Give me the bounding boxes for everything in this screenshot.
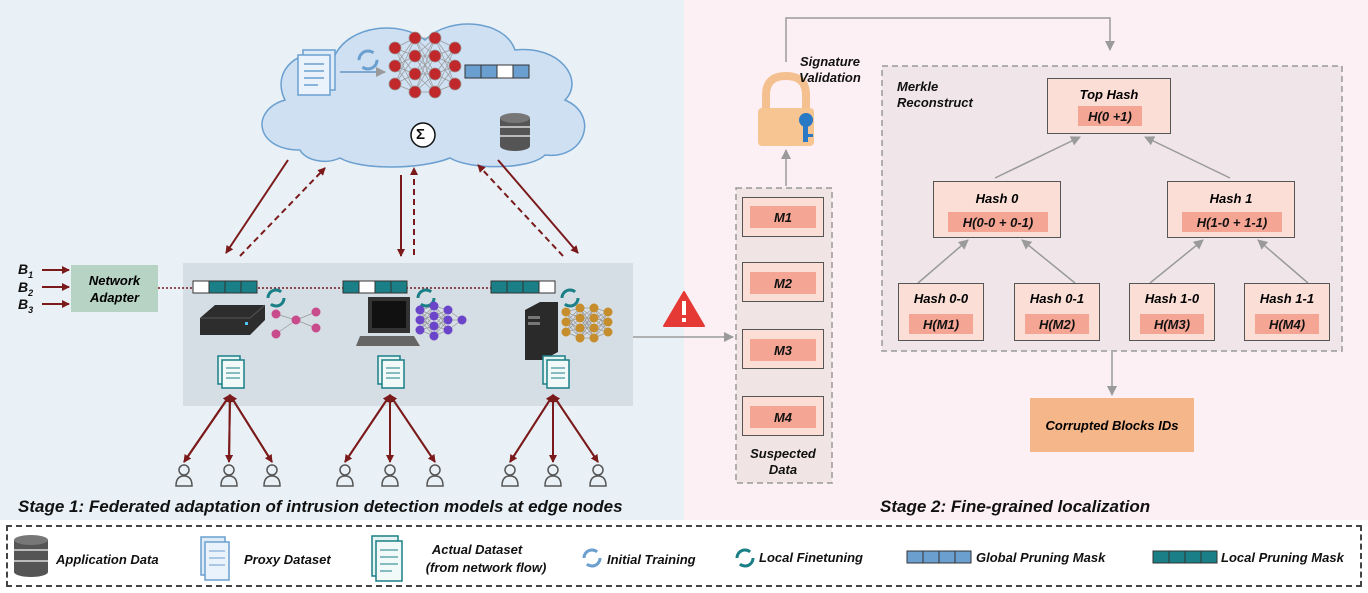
local-model-icon (415, 301, 467, 341)
aggregation-icon (410, 122, 436, 148)
local-model-icon (561, 303, 613, 343)
hash-value: H(M4) (1255, 314, 1319, 334)
legend-local-pruning-mask: Local Pruning Mask (1221, 550, 1344, 565)
input-arrows (42, 266, 70, 308)
hash-value: H(M3) (1140, 314, 1204, 334)
local-pruning-mask-1 (192, 280, 258, 294)
user-icon (544, 464, 562, 487)
hash-title: Hash 0-0 (913, 291, 969, 306)
hash-1-1-node: Hash 1-1 H(M4) (1244, 283, 1330, 341)
legend-global-pruning-mask: Global Pruning Mask (976, 550, 1106, 565)
legend-initial-training: Initial Training (607, 552, 696, 567)
suspected-block-m2: M2 (742, 262, 824, 302)
merkle-connectors (917, 136, 1309, 396)
hash-1-node: Hash 1 H(1-0 + 1-1) (1167, 181, 1295, 238)
signature-validation-label: Signature Validation (799, 54, 861, 85)
local-finetuning-icon (416, 288, 436, 308)
legend-actual-dataset-line1: Actual Dataset (431, 542, 523, 557)
corrupted-blocks-box: Corrupted Blocks IDs (1030, 398, 1194, 452)
hash-title: Hash 1-1 (1259, 291, 1315, 306)
hash-value: H(M1) (909, 314, 973, 334)
legend-proxy-dataset-icon (200, 536, 230, 581)
legend-initial-training-icon (582, 548, 602, 568)
to-merkle-arrow (785, 17, 1115, 62)
user-icon (426, 464, 444, 487)
hash-title: Hash 1 (1209, 191, 1253, 206)
network-adapter: Network Adapter (71, 265, 158, 312)
merkle-reconstruct-label: Merkle Reconstruct (897, 79, 973, 110)
top-hash-node: Top Hash H(0 +1) (1047, 78, 1171, 134)
suspected-block-m3: M3 (742, 329, 824, 369)
actual-dataset-icon (542, 355, 570, 389)
local-pruning-mask-2 (342, 280, 408, 294)
user-icon (220, 464, 238, 487)
block-label: M3 (750, 339, 816, 361)
stage1-title: Stage 1: Federated adaptation of intrusi… (18, 497, 623, 516)
suspected-block-m1: M1 (742, 197, 824, 237)
legend-proxy-dataset: Proxy Dataset (244, 552, 331, 567)
hash-title: Top Hash (1079, 87, 1139, 102)
hash-value: H(1-0 + 1-1) (1182, 212, 1282, 232)
router-icon (200, 304, 266, 335)
hash-title: Hash 0 (975, 191, 1019, 206)
input-b2-label: B2 (18, 279, 34, 298)
legend (6, 525, 1362, 587)
user-icon (336, 464, 354, 487)
block-label: M4 (750, 406, 816, 428)
local-finetuning-icon (560, 288, 580, 308)
user-icon (381, 464, 399, 487)
global-pruning-mask (464, 64, 530, 79)
legend-database-icon (14, 535, 48, 577)
user-icon (589, 464, 607, 487)
user-icon (175, 464, 193, 487)
hash-1-0-node: Hash 1-0 H(M3) (1129, 283, 1215, 341)
hash-0-node: Hash 0 H(0-0 + 0-1) (933, 181, 1061, 238)
stage2-title: Stage 2: Fine-grained localization (880, 497, 1151, 516)
block-label: M1 (750, 206, 816, 228)
key-icon (799, 113, 813, 142)
warning-icon (663, 291, 705, 327)
hash-value: H(M2) (1025, 314, 1089, 334)
local-finetuning-icon (266, 288, 286, 308)
legend-local-finetuning: Local Finetuning (759, 550, 863, 565)
local-pruning-mask-3 (490, 280, 556, 294)
actual-dataset-icon (377, 355, 405, 389)
global-model-icon (388, 31, 462, 99)
legend-application-data: Application Data (56, 552, 159, 567)
actual-dataset-icon (217, 355, 245, 389)
hash-title: Hash 0-1 (1029, 291, 1085, 306)
suspected-block-m4: M4 (742, 396, 824, 436)
user-icon (263, 464, 281, 487)
legend-actual-dataset-line2: (from network flow) (425, 560, 547, 575)
computer-icon (356, 297, 420, 346)
legend-local-finetuning-icon (735, 548, 755, 568)
hash-0-0-node: Hash 0-0 H(M1) (898, 283, 984, 341)
sigma-symbol: Σ (416, 126, 426, 143)
hash-value: H(0 +1) (1078, 106, 1142, 126)
local-model-icon (271, 307, 321, 339)
proxy-dataset-icon (297, 49, 336, 96)
upload-download-arrows (225, 159, 579, 257)
user-icon (501, 464, 519, 487)
server-icon (525, 302, 558, 360)
hash-0-1-node: Hash 0-1 H(M2) (1014, 283, 1100, 341)
legend-local-mask-icon (1152, 550, 1218, 564)
input-b1-label: B1 (18, 261, 34, 280)
suspected-data-label: Suspected Data (750, 446, 816, 477)
hash-value: H(0-0 + 0-1) (948, 212, 1048, 232)
hash-title: Hash 1-0 (1144, 291, 1200, 306)
database-icon (500, 113, 530, 151)
legend-global-mask-icon (906, 550, 972, 564)
initial-training-icon (357, 49, 379, 71)
input-b3-label: B3 (18, 296, 34, 315)
legend-actual-dataset-icon (371, 535, 403, 582)
block-label: M2 (750, 272, 816, 294)
